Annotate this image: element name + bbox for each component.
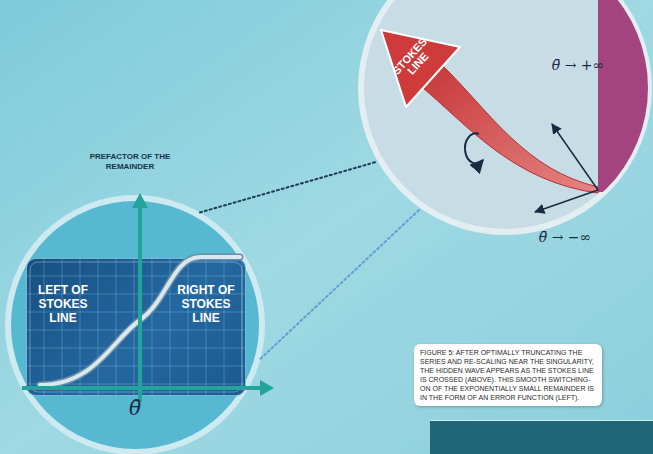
plot-circle: LEFT OF STOKES LINERIGHT OF STOKES LINEP… <box>5 195 265 454</box>
region-label: LEFT OF STOKES LINE <box>31 283 95 325</box>
dotted-connector <box>261 208 421 358</box>
grid-lines <box>26 258 246 396</box>
stokes-arrow: STOKES LINE <box>378 27 463 110</box>
region-label: RIGHT OF STOKES LINE <box>174 283 238 325</box>
x-axis-head <box>260 380 274 396</box>
figure-caption: FIGURE 5: AFTER OPTIMALLY TRUNCATING THE… <box>414 344 602 406</box>
axis-symbol: θ̄ <box>115 396 155 420</box>
limit-label: θ̄ → +∞ <box>538 56 618 74</box>
axis-title: PREFACTOR OF THE REMAINDER <box>84 152 176 172</box>
dotted-connector <box>200 162 378 213</box>
arrow-shape <box>381 30 460 107</box>
zoom-circle: STOKES LINEθ̄ → +∞θ̄ → −∞ <box>358 0 652 235</box>
circle-shape <box>8 198 262 452</box>
footer-bar <box>430 420 653 454</box>
footer-rule <box>430 420 653 421</box>
plot-panel: LEFT OF STOKES LINE RIGHT OF STOKES LINE <box>26 258 246 396</box>
plot-grid <box>26 258 246 396</box>
limit-label: θ̄ → −∞ <box>525 228 605 246</box>
circle-shape <box>361 0 649 232</box>
